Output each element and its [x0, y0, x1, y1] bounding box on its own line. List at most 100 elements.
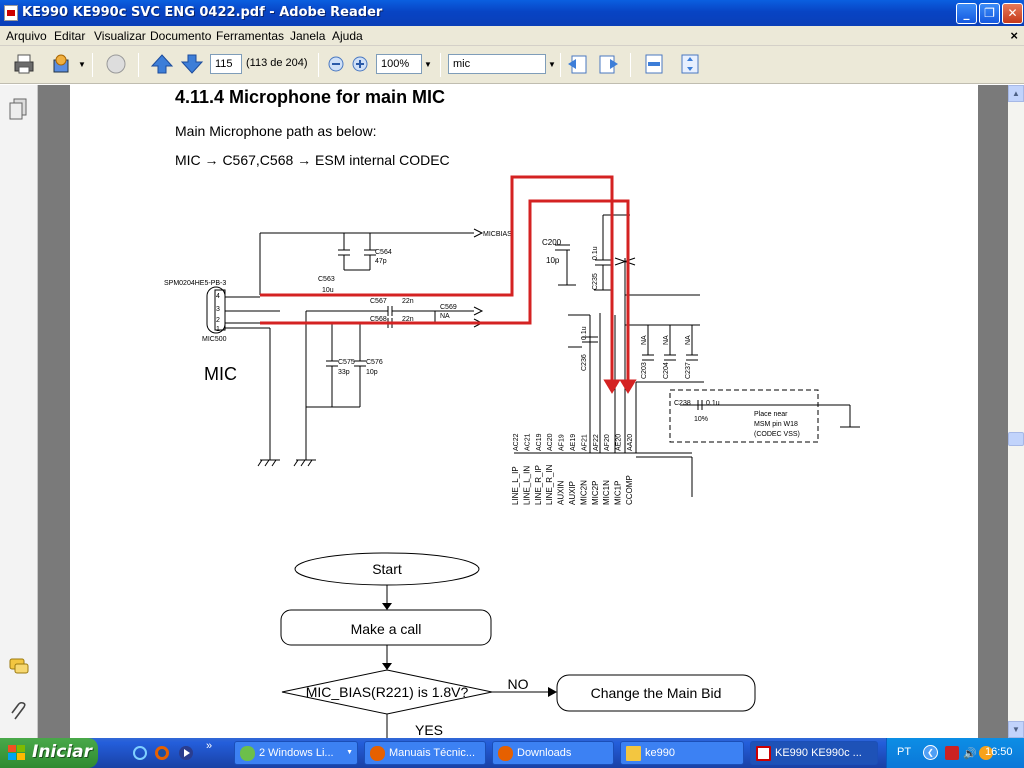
- page-number-input[interactable]: 115: [210, 54, 242, 74]
- cap-ref: C200: [542, 238, 562, 247]
- chevron-down-icon[interactable]: ▼: [78, 60, 86, 69]
- update-icon[interactable]: [979, 746, 993, 760]
- cap-val: 10p: [546, 256, 560, 265]
- organizer-icon[interactable]: [50, 52, 74, 76]
- pages-icon[interactable]: [8, 97, 30, 121]
- menu-documento[interactable]: Documento: [150, 29, 212, 43]
- yes-label: YES: [415, 722, 443, 738]
- cap-ref: C567: [370, 298, 387, 305]
- cap-ref: C203: [641, 362, 648, 379]
- clock: 16:50: [985, 746, 1013, 758]
- mic-ref: MIC500: [202, 336, 227, 343]
- search-dropdown-icon[interactable]: ▼: [548, 60, 556, 69]
- microphone-schematic: MICBIAS SPM0204HE5-PB-3 MIC500 C563 10u …: [164, 175, 860, 505]
- cap-val: 47p: [375, 258, 387, 265]
- zoom-dropdown-icon[interactable]: ▼: [424, 60, 432, 69]
- toolbar: ▼ 115 (113 de 204) 100% ▼ mic ▼: [0, 46, 1024, 84]
- codec-pin-label: AE19: [570, 434, 577, 451]
- codec-signal-label: MIC2P: [591, 481, 600, 505]
- restore-button[interactable]: ❐: [979, 3, 1000, 24]
- volume-icon[interactable]: 🔊: [963, 748, 977, 760]
- cap-ref: C564: [375, 249, 392, 256]
- navigation-panel: [0, 85, 38, 738]
- firefox-icon[interactable]: [154, 745, 170, 761]
- media-player-icon[interactable]: [178, 745, 194, 761]
- mic-signal-path: [260, 175, 637, 394]
- expand-tray-icon[interactable]: ❮: [923, 745, 938, 760]
- language-indicator[interactable]: PT: [897, 746, 912, 758]
- make-call-label: Make a call: [351, 621, 422, 637]
- cap-ref: C569: [440, 304, 457, 311]
- decision-label: MIC_BIAS(R221) is 1.8V?: [306, 684, 469, 700]
- system-tray: PT ❮ 🔊 16:50: [886, 738, 1024, 768]
- cap-val: 0.1u: [706, 400, 720, 407]
- cap-val: 22n: [402, 298, 414, 305]
- menu-janela[interactable]: Janela: [290, 29, 326, 43]
- task-ke990-folder[interactable]: ke990: [620, 741, 744, 765]
- document-background-right: [978, 85, 1008, 738]
- hand-tool-icon[interactable]: [104, 52, 128, 76]
- no-label: NO: [508, 676, 529, 692]
- troubleshooting-flowchart: Start Make a call MIC_BIAS(R221) is 1.8V…: [280, 552, 756, 738]
- comments-icon[interactable]: [8, 657, 30, 677]
- quick-launch-more-icon[interactable]: »: [206, 740, 213, 752]
- find-next-icon[interactable]: [596, 52, 620, 76]
- menu-editar[interactable]: Editar: [54, 29, 86, 43]
- cap-val: NA: [641, 335, 648, 345]
- find-previous-icon[interactable]: [566, 52, 590, 76]
- codec-signal-label: LINE_R_IP: [534, 465, 543, 505]
- zoom-in-icon[interactable]: [348, 52, 372, 76]
- cap-val: NA: [440, 313, 450, 320]
- codec-signal-label: LINE_L_IP: [511, 466, 520, 505]
- attachments-icon[interactable]: [8, 699, 30, 723]
- cap-ref: C236: [581, 354, 588, 371]
- windows-logo-icon: [8, 745, 25, 760]
- window-title: KE990 KE990c SVC ENG 0422.pdf - Adobe Re…: [22, 5, 383, 20]
- previous-page-icon[interactable]: [150, 52, 174, 76]
- task-windows-live[interactable]: 2 Windows Li... ▼: [234, 741, 358, 765]
- menu-ajuda[interactable]: Ajuda: [332, 29, 363, 43]
- full-screen-icon[interactable]: [678, 52, 702, 76]
- codec-signal-label: CCOMP: [625, 475, 634, 505]
- cap-val: 22n: [402, 316, 414, 323]
- print-icon[interactable]: [12, 52, 36, 76]
- codec-pin-label: AC21: [524, 433, 531, 451]
- task-manuais-tecnicos[interactable]: Manuais Técnic...: [364, 741, 486, 765]
- next-page-icon[interactable]: [180, 52, 204, 76]
- make-call-node: [280, 609, 492, 646]
- task-adobe-reader[interactable]: KE990 KE990c ...: [750, 741, 878, 765]
- zoom-level-input[interactable]: 100%: [376, 54, 422, 74]
- mic-label: MIC: [204, 364, 237, 384]
- menu-ferramentas[interactable]: Ferramentas: [216, 29, 285, 43]
- codec-pin-label: AF22: [593, 434, 600, 451]
- cap-ref: C235: [592, 273, 599, 290]
- task-downloads[interactable]: Downloads: [492, 741, 614, 765]
- page-count-label: (113 de 204): [246, 57, 308, 69]
- scroll-down-icon[interactable]: ▼: [1008, 721, 1024, 738]
- start-button[interactable]: Iniciar: [0, 738, 98, 768]
- pdf-page: 4.11.4 Microphone for main MIC Main Micr…: [70, 85, 978, 738]
- document-close-icon[interactable]: ×: [1010, 28, 1018, 43]
- search-input[interactable]: mic: [448, 54, 546, 74]
- cap-ref: C576: [366, 359, 383, 366]
- menu-visualizar[interactable]: Visualizar: [94, 29, 146, 43]
- scroll-thumb[interactable]: [1008, 432, 1024, 446]
- minimize-button[interactable]: _: [956, 3, 977, 24]
- menu-arquivo[interactable]: Arquivo: [6, 29, 47, 43]
- zoom-out-icon[interactable]: [324, 52, 348, 76]
- placement-note: MSM pin W18: [754, 421, 798, 428]
- codec-signal-label: AUXIN: [557, 480, 566, 505]
- cap-tolerance: 10%: [694, 416, 708, 423]
- codec-signal-label: LINE_L_IN: [522, 466, 531, 505]
- codec-pin-label: AC19: [536, 433, 543, 451]
- scroll-up-icon[interactable]: ▲: [1008, 85, 1024, 102]
- internet-explorer-icon[interactable]: [132, 745, 148, 761]
- codec-pin-label: AE20: [616, 434, 623, 451]
- close-button[interactable]: ✕: [1002, 3, 1023, 24]
- security-icon[interactable]: [945, 746, 959, 760]
- fit-width-icon[interactable]: [642, 52, 666, 76]
- codec-pin-label: AA20: [627, 434, 634, 451]
- vertical-scrollbar[interactable]: ▲ ▼: [1008, 85, 1024, 738]
- codec-signal-label: AUXIP: [568, 481, 577, 505]
